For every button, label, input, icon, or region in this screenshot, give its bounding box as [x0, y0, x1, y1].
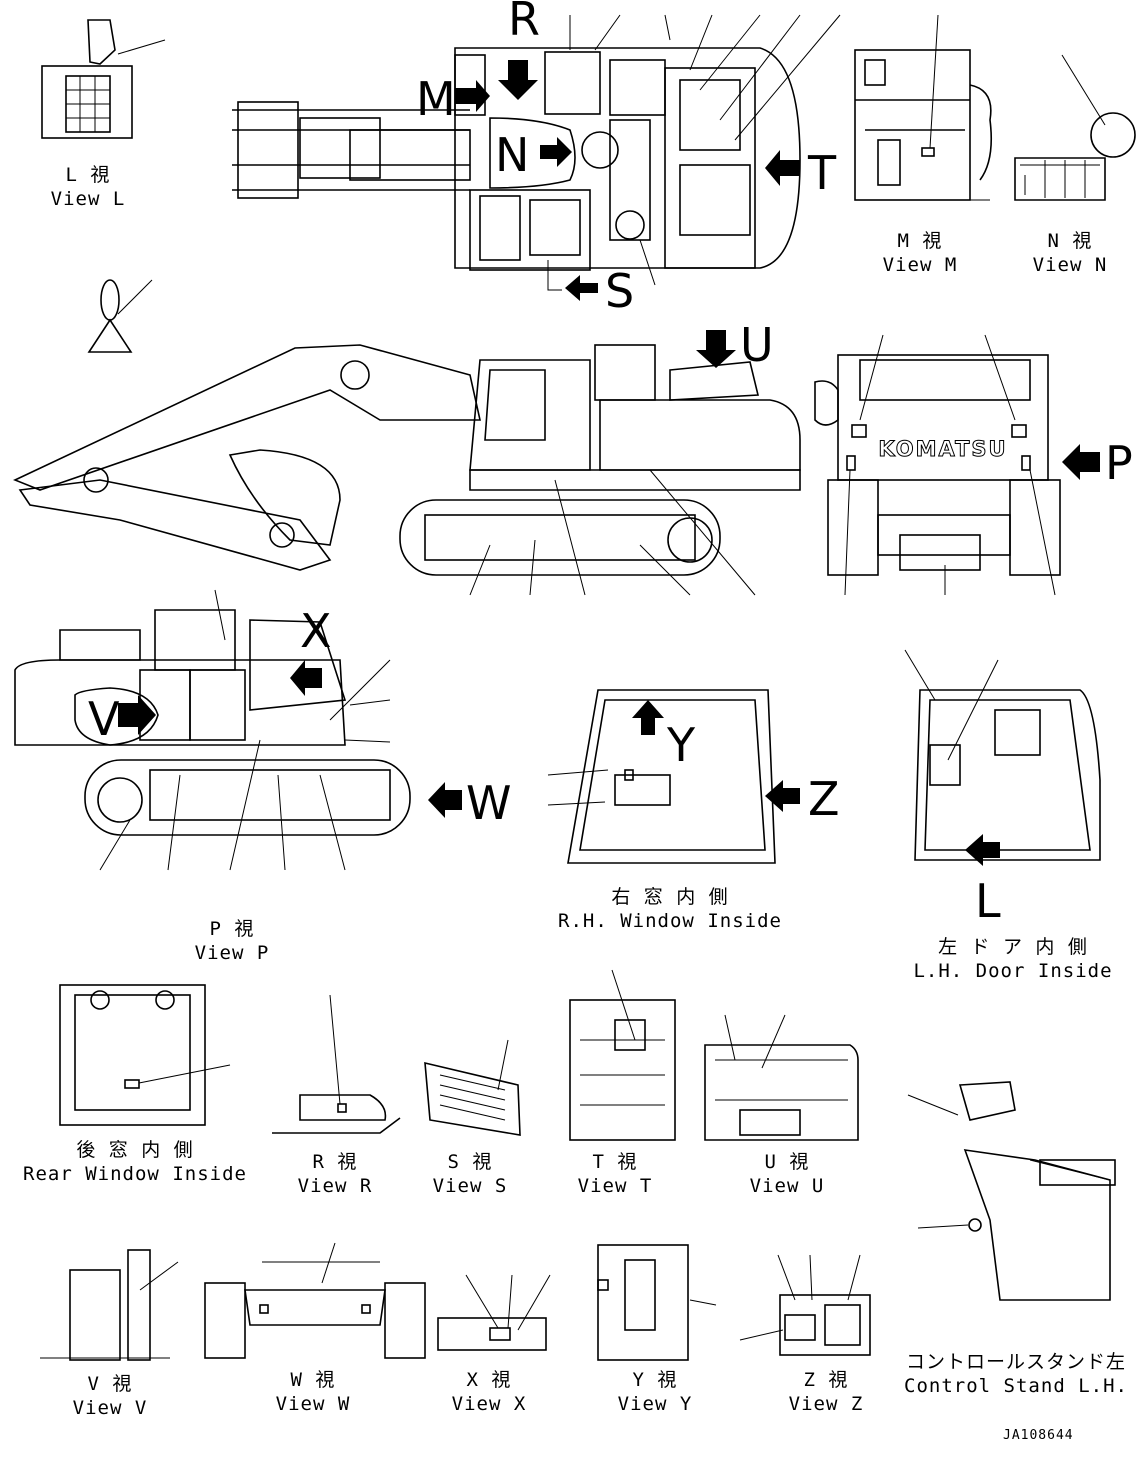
view-r-figure	[272, 994, 401, 1134]
view-s-figure	[424, 1039, 521, 1136]
marker-v: V	[88, 692, 120, 746]
view-m-figure	[854, 14, 993, 201]
marker-r: R	[508, 0, 540, 46]
marker-n: N	[495, 128, 530, 182]
view-w-figure	[204, 1242, 426, 1359]
view-v-figure	[40, 1249, 179, 1361]
view-y-figure	[597, 1244, 717, 1361]
marker-y: Y	[667, 718, 696, 772]
brand-text: KOMATSU	[878, 437, 1008, 462]
control-stand-figure	[907, 1081, 1116, 1301]
second-side-view	[14, 589, 462, 871]
marker-u: U	[740, 318, 774, 372]
rear-window-figure	[59, 984, 231, 1126]
drawing-code: JA108644	[1003, 1428, 1074, 1443]
view-x-figure	[437, 1274, 551, 1351]
marker-s: S	[605, 264, 635, 318]
view-p-figure	[814, 334, 1100, 596]
marker-m: M	[416, 72, 456, 126]
lh-door-figure	[904, 649, 1101, 866]
view-t-figure	[569, 969, 676, 1141]
main-side-view	[12, 330, 801, 596]
marker-x: X	[300, 604, 332, 658]
view-n-figure	[1014, 54, 1136, 201]
marker-w: W	[466, 776, 512, 830]
view-u-figure	[704, 1014, 859, 1141]
marker-p: P	[1105, 436, 1133, 490]
view-z-figure	[739, 1254, 871, 1356]
marker-t: T	[808, 146, 837, 200]
inspection-symbol	[87, 279, 153, 353]
marker-z: Z	[808, 772, 840, 826]
marker-l: L	[975, 874, 1001, 928]
rh-window-figure	[547, 689, 800, 864]
view-l-figure	[41, 19, 166, 139]
top-plan-view	[232, 14, 841, 301]
